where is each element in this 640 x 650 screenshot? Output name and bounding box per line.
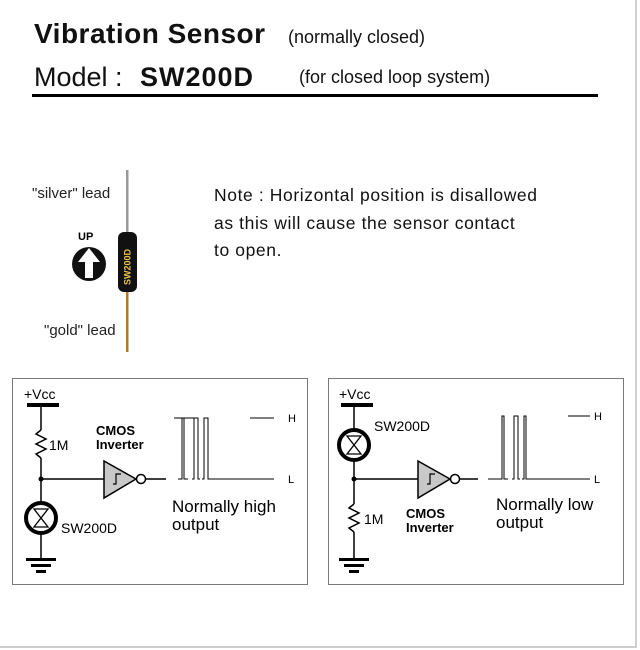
silver-lead-label: "silver" lead [32,185,111,202]
supply-label: +Vcc [24,386,56,402]
gold-lead-label: "gold" lead [44,322,116,339]
supply-label: +Vcc [339,386,371,402]
ground-icon [26,558,56,561]
note-line-2: as this will cause the sensor contact [214,212,516,233]
circuit-frame [328,378,624,585]
orientation-note: Note : Horizontal position is disallowed… [214,182,538,265]
page-subtitle: (normally closed) [288,27,426,47]
inverter-label-2: Inverter [96,437,144,452]
circuit-normally-low: +Vcc SW200D 1M CMOS Inverter H L Normall… [328,378,624,585]
sensor-label: SW200D [61,520,117,536]
sensor-body [118,232,137,292]
ground-icon [339,558,369,561]
inverter-label-2: Inverter [406,520,454,535]
inverter-symbol [417,459,452,500]
resistor-symbol [34,429,48,459]
sensor-label: SW200D [374,418,430,434]
model-note: (for closed loop system) [299,67,491,87]
header-divider [32,94,598,97]
vcc-bar [27,403,59,407]
gold-lead [126,288,129,352]
model-name: SW200D [140,62,255,92]
circuit-frame [12,378,308,585]
model-label: Model : [34,62,123,92]
note-line-3: to open. [214,240,283,260]
vcc-bar [341,403,373,407]
waveform-high [174,417,274,480]
page-title: Vibration Sensor [34,18,266,49]
high-label: H [288,413,296,425]
inverter-symbol [103,459,138,500]
low-label: L [288,474,294,486]
circuit-normally-high: +Vcc 1M SW200D CMOS Inverter H L Normall… [12,378,308,585]
resistor-label: 1M [364,511,383,527]
low-label: L [594,474,600,486]
high-label: H [594,411,602,423]
output-label-1: Normally high [172,497,276,516]
sensor-body-text: SW200D [123,248,133,285]
note-line-1: Note : Horizontal position is disallowed [214,185,538,205]
output-label-1: Normally low [496,495,594,514]
output-label-2: output [172,515,220,534]
resistor-label: 1M [49,437,68,453]
resistor-symbol [347,503,361,533]
up-arrow-shape [78,248,100,278]
waveform-low [488,415,590,480]
silver-lead [126,170,129,236]
output-label-2: output [496,513,544,532]
sensor-illustration: SW200D UP [72,170,137,352]
inverter-label-1: CMOS [406,506,445,521]
up-label: UP [78,231,93,243]
inverter-label-1: CMOS [96,423,135,438]
